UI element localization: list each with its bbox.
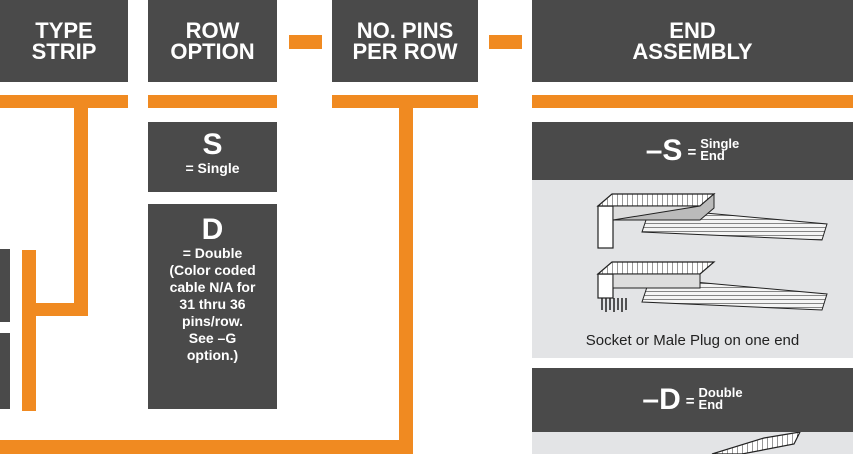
single-end-cable-illustration [596, 192, 828, 312]
row-option-double-desc-line: 31 thru 36 [179, 296, 246, 312]
header-pins-per-row-line2: PER ROW [352, 39, 458, 64]
header-row-option-line1: ROW [185, 18, 240, 43]
header-type-strip-line2: STRIP [31, 39, 97, 64]
header-row-option-line2: OPTION [170, 39, 255, 64]
end-single-caption: Socket or Male Plug on one end [585, 332, 800, 349]
end-single-eq: = [687, 143, 697, 161]
double-end-cable-illustration [711, 432, 801, 454]
row-option-double-desc-line: pins/row. [182, 313, 243, 329]
row-option-single: S = Single [148, 122, 277, 192]
socket-connector-upper [596, 192, 828, 249]
connector-pins-vertical [399, 108, 413, 454]
end-single-panel: Socket or Male Plug on one end [532, 180, 853, 358]
connector-type-strip-horizontal [30, 303, 88, 316]
underline-end-assembly [532, 95, 853, 108]
male-plug-connector-lower [596, 261, 828, 312]
row-option-double-code: D [201, 213, 224, 246]
end-double-sub-line2: End [698, 397, 724, 412]
end-double-eq: = [685, 392, 695, 410]
row-option-double-desc-line: = Double [182, 245, 243, 261]
row-option-single-code: S [202, 128, 223, 161]
row-option-double-desc-line: cable N/A for [169, 279, 256, 295]
dash-separator-1 [289, 35, 322, 49]
end-double-sub-line1: Double [698, 385, 743, 400]
underline-row-option [148, 95, 277, 108]
row-option-double-desc-line: option.) [186, 347, 239, 363]
header-row-option: ROW OPTION [148, 0, 277, 82]
row-option-double-desc-line: See –G [188, 330, 237, 346]
end-double-header: –D = Double End [532, 368, 853, 432]
header-type-strip: TYPE STRIP [0, 0, 128, 82]
header-type-strip-line1: TYPE [35, 18, 93, 43]
end-single-sub-line1: Single [700, 136, 740, 151]
end-single-sub: Single End [700, 136, 740, 164]
end-single-header: –S = Single End [532, 122, 853, 180]
connector-bottom-horizontal [0, 440, 413, 454]
dash-separator-2 [489, 35, 522, 49]
connector-left-bracket [22, 250, 36, 411]
header-end-assembly: END ASSEMBLY [532, 0, 853, 82]
end-double-sub: Double End [698, 385, 743, 413]
connector-type-strip-vertical [74, 108, 88, 316]
end-single-code: –S [645, 134, 683, 167]
row-option-double-desc-line: (Color coded [169, 262, 256, 278]
header-pins-per-row: NO. PINS PER ROW [332, 0, 478, 82]
row-option-single-desc: = Single [185, 160, 240, 176]
end-double-panel [532, 432, 853, 454]
header-end-assembly-line1: END [669, 18, 716, 43]
underline-type-strip [0, 95, 128, 108]
header-pins-per-row-line1: NO. PINS [356, 18, 454, 43]
left-edge-box-1 [0, 249, 10, 322]
end-single-sub-line2: End [700, 148, 725, 163]
row-option-double: D = Double (Color coded cable N/A for 31… [148, 204, 277, 409]
end-double-code: –D [642, 383, 681, 416]
underline-pins-per-row [332, 95, 478, 108]
header-end-assembly-line2: ASSEMBLY [632, 39, 753, 64]
left-edge-box-2 [0, 333, 10, 409]
